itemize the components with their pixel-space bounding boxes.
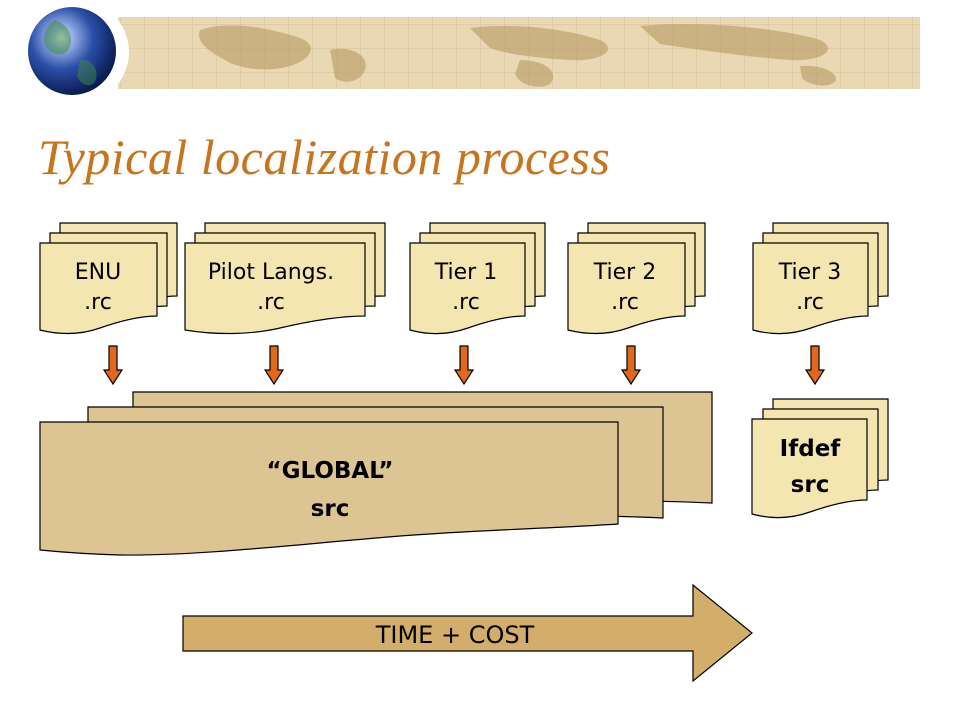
ifdef-src-label: Ifdef [780,436,842,462]
rc-file-enu: ENU .rc [39,222,178,335]
globe-icon [25,0,129,104]
rc-file-ext: .rc [257,290,285,315]
global-src-sublabel: src [311,496,350,522]
rc-file-ext: .rc [84,290,112,315]
down-arrow-icon [620,345,642,386]
down-arrow-icon [804,345,826,386]
rc-file-label: Tier 2 [593,260,656,285]
world-map-banner [118,17,920,89]
rc-file-pilot-langs: Pilot Langs. .rc [184,222,386,335]
rc-file-ext: .rc [796,290,824,315]
rc-file-ext: .rc [611,290,639,315]
header-banner [25,0,920,104]
down-arrow-icon [263,345,285,386]
slide-title: Typical localization process [38,129,611,185]
rc-file-tier-1: Tier 1 .rc [409,222,546,335]
rc-file-tier-3: Tier 3 .rc [752,222,889,335]
rc-file-label: ENU [75,260,121,285]
rc-file-label: Tier 1 [434,260,497,285]
time-cost-label: TIME + COST [375,621,535,649]
rc-file-ext: .rc [452,290,480,315]
rc-file-tier-2: Tier 2 .rc [567,222,706,335]
down-arrow-icon [102,345,124,386]
global-src-label: “GLOBAL” [267,458,394,484]
global-src-stack: “GLOBAL” src [39,391,713,556]
rc-file-label: Pilot Langs. [208,260,334,285]
down-arrow-icon [453,345,475,386]
ifdef-src-stack: Ifdef src [751,398,889,519]
time-cost-arrow: TIME + COST [182,583,753,683]
rc-file-label: Tier 3 [778,260,841,285]
ifdef-src-sublabel: src [791,472,830,498]
